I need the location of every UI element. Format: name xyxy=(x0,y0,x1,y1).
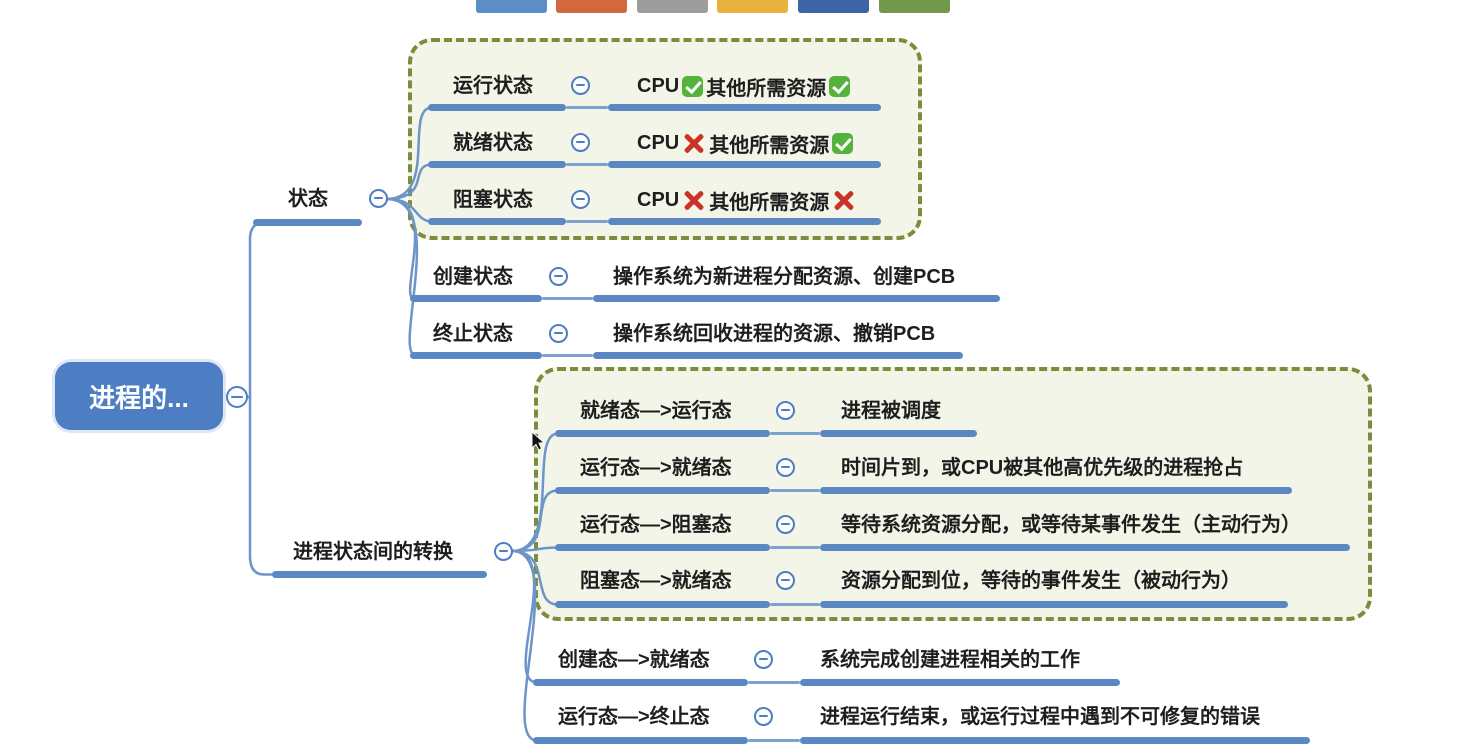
detail-text: CPU xyxy=(637,131,680,154)
link-line xyxy=(748,681,800,684)
detail-text: 其他所需资源 xyxy=(709,191,830,214)
underline xyxy=(410,352,542,359)
detail-text: CPU xyxy=(637,74,680,97)
underline xyxy=(608,104,881,111)
check-icon xyxy=(829,75,851,97)
underline xyxy=(555,544,770,551)
root-collapse-button[interactable] xyxy=(226,386,248,408)
detail-text: 其他所需资源 xyxy=(709,134,830,157)
link-line xyxy=(542,354,593,357)
underline xyxy=(428,104,566,111)
boundary-transitions[interactable] xyxy=(534,367,1372,621)
topic-blocked-state[interactable]: 阻塞状态 xyxy=(453,189,533,211)
style-swatch-darkblue[interactable] xyxy=(798,0,869,13)
topic-terminate-state[interactable]: 终止状态 xyxy=(433,323,513,345)
link-line xyxy=(770,603,820,606)
style-swatch-gray[interactable] xyxy=(637,0,708,13)
detail-text: 其他所需资源 xyxy=(706,77,827,100)
topic-create-detail[interactable]: 操作系统为新进程分配资源、创建PCB xyxy=(613,266,956,288)
topic-ready-state[interactable]: 就绪状态 xyxy=(453,132,533,154)
topic-create-to-ready-detail[interactable]: 系统完成创建进程相关的工作 xyxy=(820,649,1080,671)
link-line xyxy=(566,106,608,109)
check-icon xyxy=(832,132,854,154)
mouse-cursor xyxy=(531,431,546,451)
topic-running-state[interactable]: 运行状态 xyxy=(453,75,533,97)
underline xyxy=(555,601,770,608)
topic-ready-detail[interactable]: CPU 其他所需资源 xyxy=(637,128,854,158)
collapse-button[interactable] xyxy=(775,457,795,477)
topic-transition-underline xyxy=(272,571,487,578)
cross-icon xyxy=(682,188,706,212)
topic-running-to-ready[interactable]: 运行态—>就绪态 xyxy=(580,457,732,479)
cross-icon xyxy=(832,188,856,212)
collapse-button[interactable] xyxy=(570,189,590,209)
style-swatch-blue[interactable] xyxy=(476,0,547,13)
topic-status[interactable]: 状态 xyxy=(288,188,328,210)
underline xyxy=(608,161,881,168)
collapse-button[interactable] xyxy=(570,75,590,95)
style-swatch-yellow[interactable] xyxy=(717,0,788,13)
topic-ready-to-running[interactable]: 就绪态—>运行态 xyxy=(580,400,732,422)
topic-running-to-ready-detail[interactable]: 时间片到，或CPU被其他高优先级的进程抢占 xyxy=(841,457,1244,479)
status-collapse-button[interactable] xyxy=(368,188,388,208)
check-icon xyxy=(682,75,704,97)
link-line xyxy=(566,220,608,223)
underline xyxy=(593,352,963,359)
topic-ready-to-running-detail[interactable]: 进程被调度 xyxy=(841,400,941,422)
collapse-button[interactable] xyxy=(548,323,568,343)
collapse-button[interactable] xyxy=(753,649,773,669)
link-line xyxy=(566,163,608,166)
style-swatch-green[interactable] xyxy=(879,0,950,13)
underline xyxy=(820,430,977,437)
root-topic[interactable]: 进程的... xyxy=(55,362,223,430)
underline xyxy=(555,430,770,437)
underline xyxy=(820,601,1288,608)
cross-icon xyxy=(682,131,706,155)
underline xyxy=(533,737,748,744)
underline xyxy=(800,737,1310,744)
topic-running-to-terminate[interactable]: 运行态—>终止态 xyxy=(558,706,710,728)
style-swatch-orange[interactable] xyxy=(556,0,627,13)
topic-running-detail[interactable]: CPU 其他所需资源 xyxy=(637,71,851,101)
topic-transition[interactable]: 进程状态间的转换 xyxy=(293,541,453,563)
topic-create-state[interactable]: 创建状态 xyxy=(433,266,513,288)
underline xyxy=(593,295,1000,302)
topic-terminate-detail[interactable]: 操作系统回收进程的资源、撤销PCB xyxy=(613,323,936,345)
topic-blocked-to-ready-detail[interactable]: 资源分配到位，等待的事件发生（被动行为） xyxy=(841,570,1241,592)
underline xyxy=(428,161,566,168)
underline xyxy=(820,487,1292,494)
collapse-button[interactable] xyxy=(775,570,795,590)
link-line xyxy=(542,297,593,300)
topic-running-to-blocked[interactable]: 运行态—>阻塞态 xyxy=(580,514,732,536)
topic-running-to-terminate-detail[interactable]: 进程运行结束，或运行过程中遇到不可修复的错误 xyxy=(820,706,1260,728)
underline xyxy=(410,295,542,302)
transition-collapse-button[interactable] xyxy=(493,541,513,561)
topic-create-to-ready[interactable]: 创建态—>就绪态 xyxy=(558,649,710,671)
root-topic-label: 进程的... xyxy=(89,382,189,413)
topic-blocked-to-ready[interactable]: 阻塞态—>就绪态 xyxy=(580,570,732,592)
link-line xyxy=(770,546,820,549)
underline xyxy=(800,679,1120,686)
underline xyxy=(608,218,881,225)
underline xyxy=(555,487,770,494)
underline xyxy=(820,544,1350,551)
link-line xyxy=(748,739,800,742)
topic-blocked-detail[interactable]: CPU 其他所需资源 xyxy=(637,185,856,215)
topic-running-to-blocked-detail[interactable]: 等待系统资源分配，或等待某事件发生（主动行为） xyxy=(841,514,1301,536)
collapse-button[interactable] xyxy=(775,400,795,420)
detail-text: CPU xyxy=(637,188,680,211)
collapse-button[interactable] xyxy=(753,706,773,726)
topic-status-underline xyxy=(253,219,362,226)
collapse-button[interactable] xyxy=(548,266,568,286)
collapse-button[interactable] xyxy=(775,514,795,534)
underline xyxy=(428,218,566,225)
collapse-button[interactable] xyxy=(570,132,590,152)
underline xyxy=(533,679,748,686)
link-line xyxy=(770,489,820,492)
link-line xyxy=(770,432,820,435)
